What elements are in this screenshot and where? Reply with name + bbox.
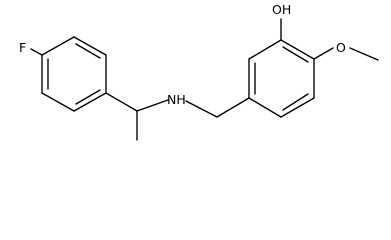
fluorophenyl-ring (41, 36, 107, 112)
ch-to-n-bond (136, 99, 169, 112)
c-o-bond (313, 47, 334, 60)
hydroxyl-label: OH (272, 2, 291, 17)
methoxyphenol-ring (248, 39, 315, 118)
c-f-bond (30, 48, 43, 56)
amine-label: NH (167, 92, 186, 107)
methoxy-oxygen-label: O (336, 40, 346, 55)
n-to-ch2-bond (185, 100, 218, 118)
o-ch3-bond (349, 47, 379, 61)
structural-formula: F NH OH O (19, 2, 379, 141)
ch2-to-ring-bond (216, 97, 250, 118)
ring-to-ch-bond (105, 92, 138, 112)
fluorine-label: F (19, 40, 26, 55)
